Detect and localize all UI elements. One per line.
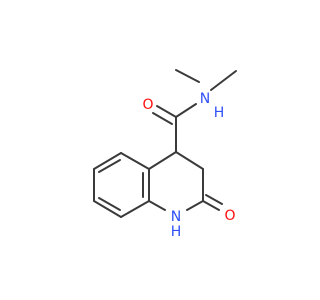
bond-carbonyl-o-2 <box>152 112 173 125</box>
bond-lactam-o-1 <box>202 200 220 211</box>
bond-c6-c5-inner <box>98 159 121 173</box>
bond-methyl-n <box>175 69 200 83</box>
bond-c6-c5 <box>93 152 122 170</box>
amide-nitrogen-label: N <box>200 91 210 107</box>
bond-carbonyl-o-1 <box>156 105 177 118</box>
lactam-oxygen-label: O <box>224 208 235 224</box>
bond-n-methyl-end <box>210 70 237 91</box>
bond-c5-c4a <box>120 152 150 170</box>
bond-c4-c4a <box>148 151 177 170</box>
bond-c2-n1 <box>186 200 204 211</box>
bond-c8a-c8 <box>120 200 150 218</box>
bond-n1-c8a <box>148 200 166 211</box>
ring-hydrogen-label: H <box>171 224 182 240</box>
molecule-drawing: O N H N H O <box>93 69 237 240</box>
bond-c8-c7 <box>93 200 122 218</box>
amide-oxygen-label: O <box>142 97 153 113</box>
structure-canvas: O N H N H O <box>93 69 237 240</box>
amide-hydrogen-label: H <box>214 105 225 121</box>
bond-amide-n-carbonyl <box>175 103 197 118</box>
bond-c4-c3 <box>175 151 204 170</box>
ring-nitrogen-label: N <box>171 209 181 225</box>
bond-c8-c7-inner <box>98 197 121 211</box>
bond-lactam-o-2 <box>205 194 223 205</box>
